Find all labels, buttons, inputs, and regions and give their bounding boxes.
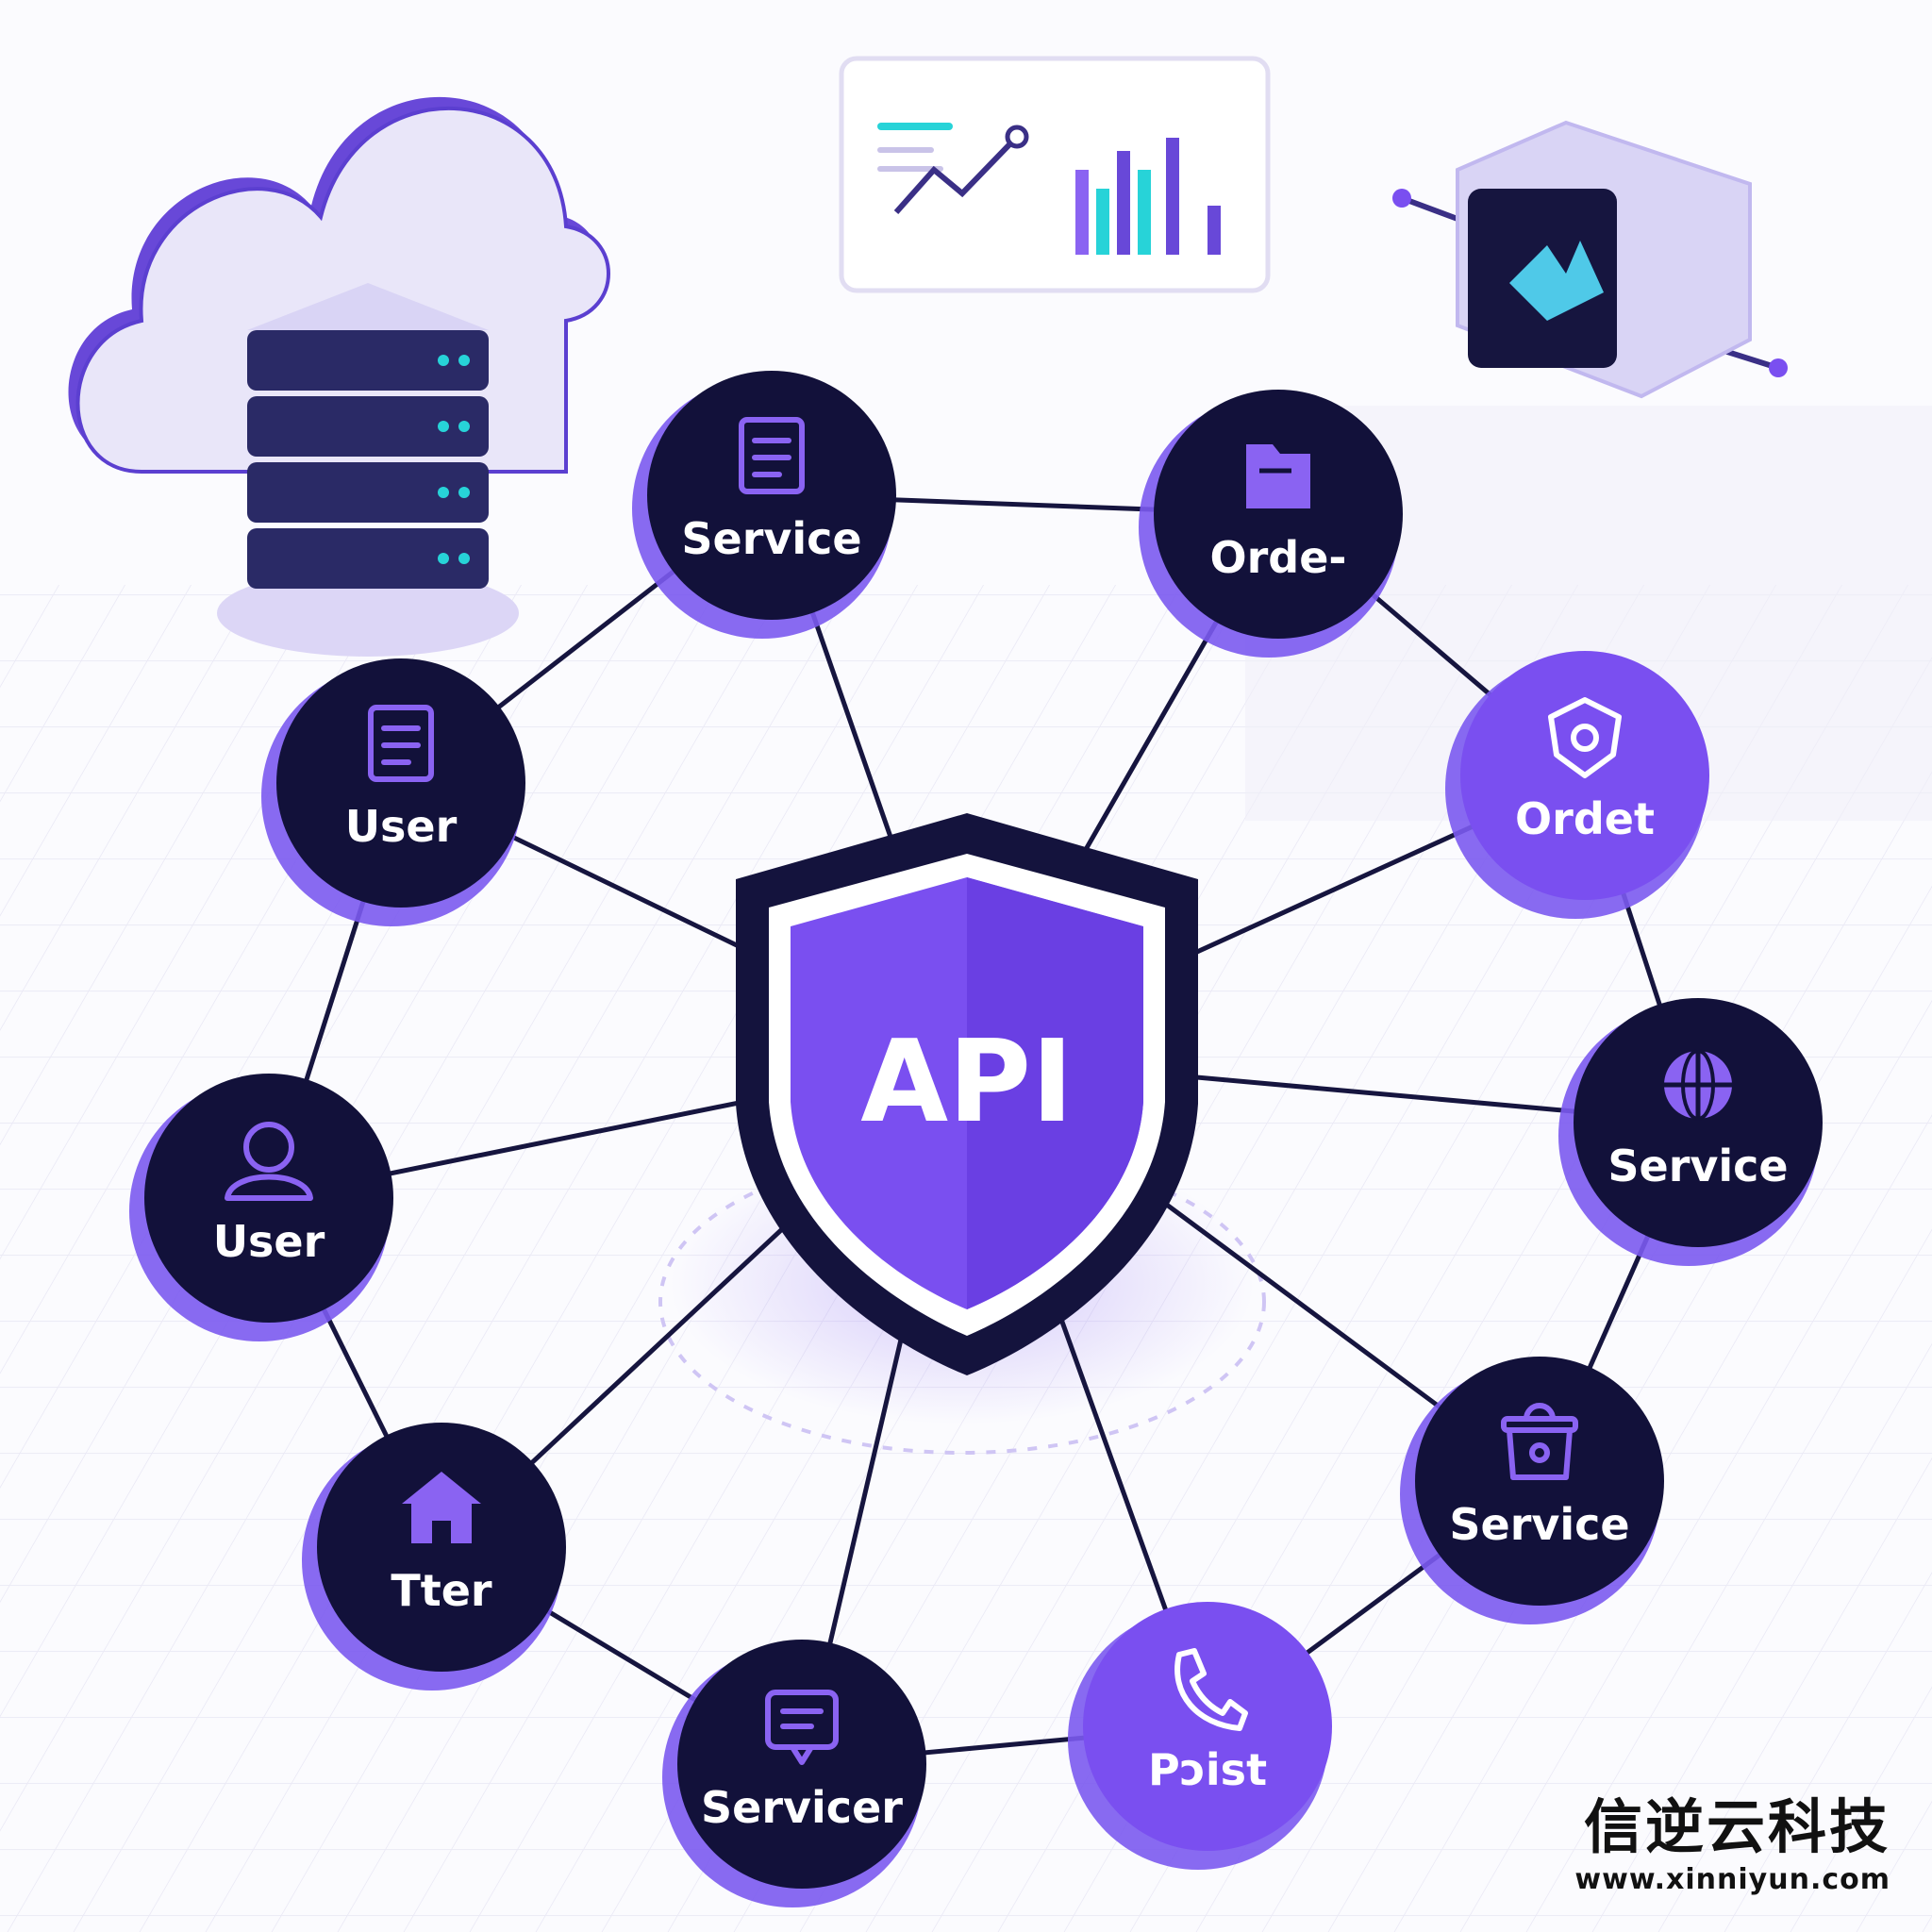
folder-icon [1246,444,1310,508]
node-label: Tter [391,1565,492,1616]
node-label: Service [1607,1141,1788,1191]
node-circle [317,1423,566,1672]
service-node[interactable]: User [261,658,525,926]
node-circle [1415,1357,1664,1606]
node-circle [1574,998,1823,1247]
hub-api-shield[interactable]: API [736,813,1198,1375]
home-icon [402,1472,481,1543]
service-node[interactable]: Service [1558,998,1823,1266]
node-circle [276,658,525,908]
document-icon [739,417,805,494]
node-circle [1154,390,1403,639]
watermark-url: www.xinniyun.com [1574,1863,1890,1896]
service-node[interactable]: User [129,1074,393,1341]
device-box-icon [1392,120,1788,399]
cloud-server-icon [68,96,610,657]
node-label: Service [1449,1499,1629,1550]
node-label: Servicer [701,1782,903,1833]
service-node[interactable]: Pɔist [1068,1602,1332,1870]
node-label: Service [681,513,861,564]
file-icon [368,705,434,782]
service-node[interactable]: Service [1400,1357,1664,1624]
user-icon [225,1122,313,1201]
lock-bag-icon [1501,1403,1578,1480]
node-label: Ordet [1515,793,1655,844]
watermark: 信逆云科技 www.xinniyun.com [1574,1791,1890,1896]
globe-icon [1664,1049,1732,1121]
analytics-dashboard-icon [839,56,1271,293]
node-circle [647,371,896,620]
message-icon [765,1690,839,1765]
service-node[interactable]: Ordet [1445,651,1709,919]
node-label: Pɔist [1148,1744,1267,1795]
phone-icon [1174,1648,1248,1731]
service-node[interactable]: Orde- [1139,390,1403,658]
node-label: Orde- [1209,532,1346,583]
shield-badge-icon [1548,697,1622,778]
service-node[interactable]: Tter [302,1423,566,1690]
node-label: User [345,801,458,852]
hub-label: API [860,1017,1073,1148]
node-circle [1083,1602,1332,1851]
watermark-title: 信逆云科技 [1583,1791,1890,1861]
service-node[interactable]: Servicer [662,1640,926,1907]
node-label: User [213,1216,325,1267]
service-node[interactable]: Service [632,371,896,639]
